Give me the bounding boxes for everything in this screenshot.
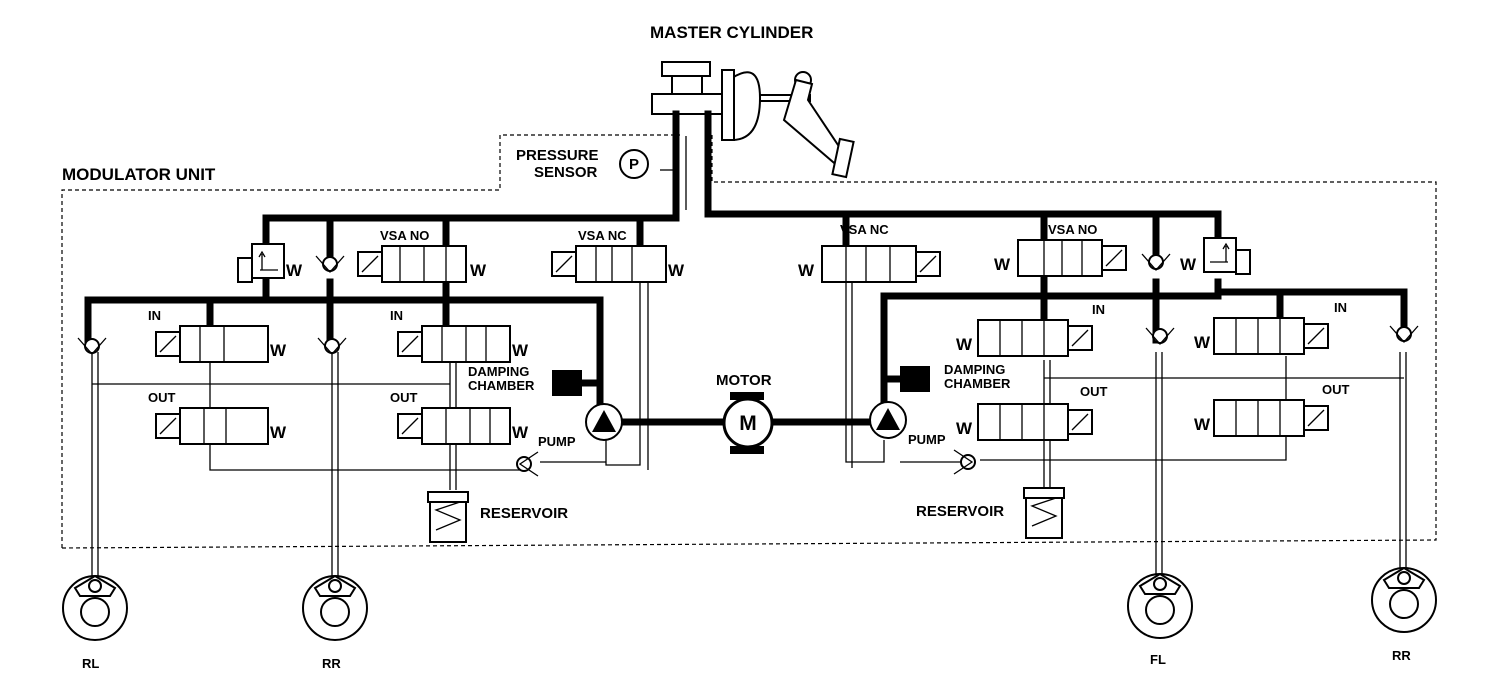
pressure-sensor-symbol: P bbox=[629, 156, 639, 173]
wheel-label-rr-left: RR bbox=[322, 656, 341, 671]
spring-symbols: W W W W W W W W W W W W W W bbox=[270, 255, 1211, 442]
damping-chamber-right-label-line1: DAMPING bbox=[944, 362, 1005, 377]
reservoir-right bbox=[1023, 487, 1065, 539]
check-valve bbox=[315, 255, 345, 273]
wheel-brake-rl bbox=[62, 574, 128, 641]
valve-in-rl bbox=[155, 325, 269, 363]
pump-left-label: PUMP bbox=[538, 434, 576, 449]
damping-chamber-right-label-line2: CHAMBER bbox=[944, 376, 1011, 391]
brake-pedal bbox=[759, 71, 855, 179]
vsa-nc-right-label: VSA NC bbox=[840, 222, 889, 237]
out-label-rr-left: OUT bbox=[390, 390, 418, 405]
motor: M bbox=[722, 392, 774, 454]
damping-chamber-left-label-line1: DAMPING bbox=[468, 364, 529, 379]
pump-left bbox=[585, 403, 623, 441]
reservoir-left bbox=[427, 491, 469, 543]
wheel-brake-rr-left bbox=[302, 574, 368, 641]
pressure-sensor-label-line2: SENSOR bbox=[534, 164, 598, 181]
reservoir-right-label: RESERVOIR bbox=[916, 503, 1004, 520]
spring-icon: W bbox=[270, 423, 287, 442]
valve-in-fl bbox=[977, 319, 1093, 357]
valve-vsa-no-left bbox=[357, 245, 467, 283]
check-valve bbox=[1141, 253, 1171, 271]
valve-vsa-nc-left bbox=[551, 245, 667, 283]
pressure-sensor: P bbox=[619, 149, 649, 179]
spring-icon: W bbox=[270, 341, 287, 360]
wheel-label-rl: RL bbox=[82, 656, 99, 671]
in-label-fl: IN bbox=[1092, 302, 1105, 317]
pump-right-label: PUMP bbox=[908, 432, 946, 447]
pump-right bbox=[869, 401, 907, 439]
damping-chamber-right bbox=[900, 366, 930, 392]
spring-icon: W bbox=[1194, 333, 1211, 352]
modulator-unit-boundary bbox=[61, 134, 1437, 549]
check-valve bbox=[953, 449, 976, 475]
wheel-brake-fl bbox=[1127, 572, 1193, 639]
spring-icon: W bbox=[798, 261, 815, 280]
damping-chamber-left-label-line2: CHAMBER bbox=[468, 378, 535, 393]
vsa-no-left-label: VSA NO bbox=[380, 228, 429, 243]
valve-vsa-no-right bbox=[1017, 239, 1127, 277]
valve-out-rr-right bbox=[1213, 399, 1329, 437]
valve-in-rr-left bbox=[397, 325, 511, 363]
valve-out-fl bbox=[977, 403, 1093, 441]
check-valve bbox=[317, 337, 347, 355]
wheel-brake-rr-right bbox=[1371, 566, 1437, 633]
spring-icon: W bbox=[956, 419, 973, 438]
check-valve bbox=[77, 337, 107, 355]
vsa-no-right-label: VSA NO bbox=[1048, 222, 1097, 237]
wheel-label-fl: FL bbox=[1150, 652, 1166, 667]
in-label-rr-left: IN bbox=[390, 308, 403, 323]
spring-icon: W bbox=[994, 255, 1011, 274]
valve-in-rr-right bbox=[1213, 317, 1329, 355]
damping-chamber-left bbox=[552, 370, 582, 396]
out-label-fl: OUT bbox=[1080, 384, 1108, 399]
pressure-sensor-label-line1: PRESSURE bbox=[516, 147, 599, 164]
reservoir-left-label: RESERVOIR bbox=[480, 505, 568, 522]
master-cylinder-label: MASTER CYLINDER bbox=[650, 23, 813, 42]
out-label-rl: OUT bbox=[148, 390, 176, 405]
in-label-rl: IN bbox=[148, 308, 161, 323]
spring-icon: W bbox=[470, 261, 487, 280]
valve-out-rl bbox=[155, 407, 269, 445]
valve-out-rr-left bbox=[397, 407, 511, 445]
in-label-rr-right: IN bbox=[1334, 300, 1347, 315]
out-label-rr-right: OUT bbox=[1322, 382, 1350, 397]
wheel-label-rr-right: RR bbox=[1392, 648, 1411, 663]
relief-valve-right bbox=[1203, 237, 1251, 275]
spring-icon: W bbox=[668, 261, 685, 280]
check-valve bbox=[1389, 325, 1419, 343]
spring-icon: W bbox=[1180, 255, 1197, 274]
valve-vsa-nc-right bbox=[821, 245, 941, 283]
spring-icon: W bbox=[512, 341, 529, 360]
modulator-unit-label: MODULATOR UNIT bbox=[62, 165, 216, 184]
check-valve bbox=[1145, 327, 1175, 345]
spring-icon: W bbox=[956, 335, 973, 354]
check-valves bbox=[77, 253, 1419, 477]
relief-valve-left bbox=[237, 243, 285, 283]
secondary-lines bbox=[91, 136, 1407, 580]
check-valve bbox=[516, 451, 539, 477]
motor-symbol: M bbox=[739, 412, 757, 435]
vsa-nc-left-label: VSA NC bbox=[578, 228, 627, 243]
spring-icon: W bbox=[512, 423, 529, 442]
motor-label: MOTOR bbox=[716, 372, 772, 389]
spring-icon: W bbox=[286, 261, 303, 280]
spring-icon: W bbox=[1194, 415, 1211, 434]
